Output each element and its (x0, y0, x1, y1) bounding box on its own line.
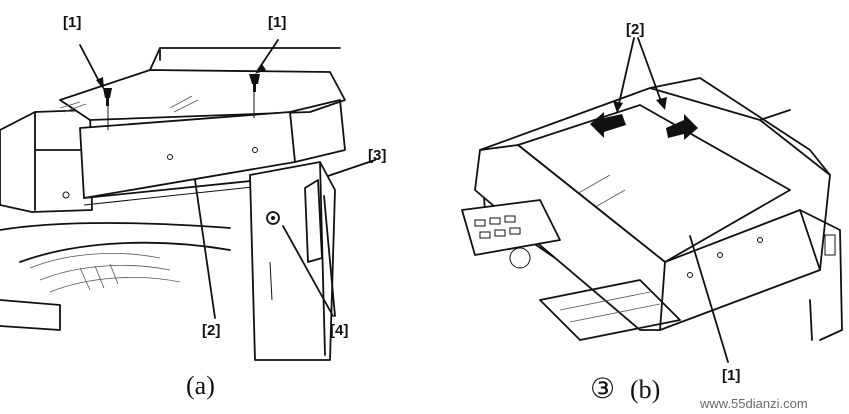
watermark: www.55dianzi.com (699, 396, 808, 411)
front-cover (79, 99, 346, 206)
label-cover-2: [2] (202, 322, 220, 339)
control-panel (461, 199, 561, 269)
right-side (799, 209, 843, 341)
leader-lines (79, 39, 376, 319)
caption-b: (b) (630, 375, 660, 404)
screw-icon (266, 211, 280, 225)
label-glass-1: [1] (722, 367, 740, 384)
label-side-panel-3: [3] (368, 147, 386, 164)
screw-icon (249, 74, 260, 92)
panel-b: [2] [1] ③ (b) www.55dianzi.com (461, 21, 843, 411)
side-panel (249, 161, 336, 361)
paper-tray (0, 222, 231, 331)
label-screw-1-right: [1] (268, 14, 286, 31)
output-tray (539, 279, 681, 341)
label-screw-4: [4] (330, 322, 348, 339)
label-arrows-2: [2] (626, 21, 644, 38)
machine-top (59, 47, 346, 121)
caption-a: (a) (186, 371, 215, 400)
arrow-icon (666, 114, 698, 140)
panel-a: [1] [1] [3] [2] [4] (a) (0, 14, 386, 400)
screw-icon (103, 88, 112, 106)
scanner-bar (0, 109, 93, 213)
leader-lines-b (613, 37, 729, 363)
step-number: ③ (590, 372, 615, 405)
arrow-icon (590, 112, 626, 138)
label-screw-1-left: [1] (63, 14, 81, 31)
